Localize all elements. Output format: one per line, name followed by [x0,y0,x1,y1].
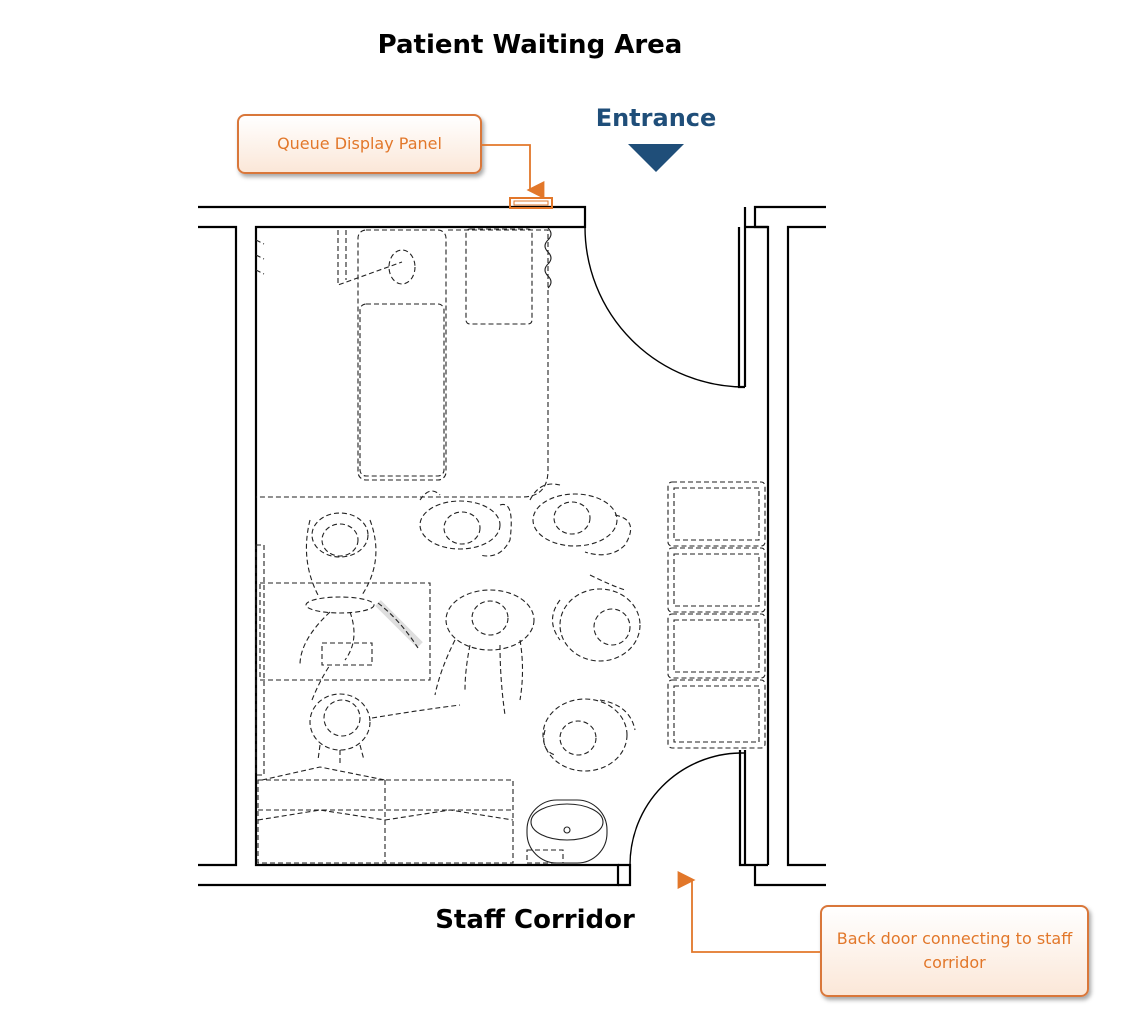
entrance-door-swing [584,226,746,388]
right-outer-wall [786,225,826,867]
staff-corridor-label: Staff Corridor [435,905,635,935]
right-wall-upper [753,205,826,750]
people [299,483,641,772]
back-door-leader-line [677,871,820,953]
doctor-desk [259,582,431,681]
entrance-label: Entrance [595,104,717,132]
waiting-chairs [667,481,766,749]
back-door-swing [629,752,745,866]
entrance-arrow-icon [628,144,684,172]
left-outer-wall [198,225,238,867]
back-door-callout: Back door connecting to staff corridor [820,905,1089,997]
cabinet [465,228,533,325]
queue-display-callout: Queue Display Panel [237,114,482,174]
queue-leader-line [482,144,545,199]
diagram-title: Patient Waiting Area [377,30,683,60]
top-wall [198,205,620,887]
sink [526,799,608,864]
exam-bed [357,229,447,481]
